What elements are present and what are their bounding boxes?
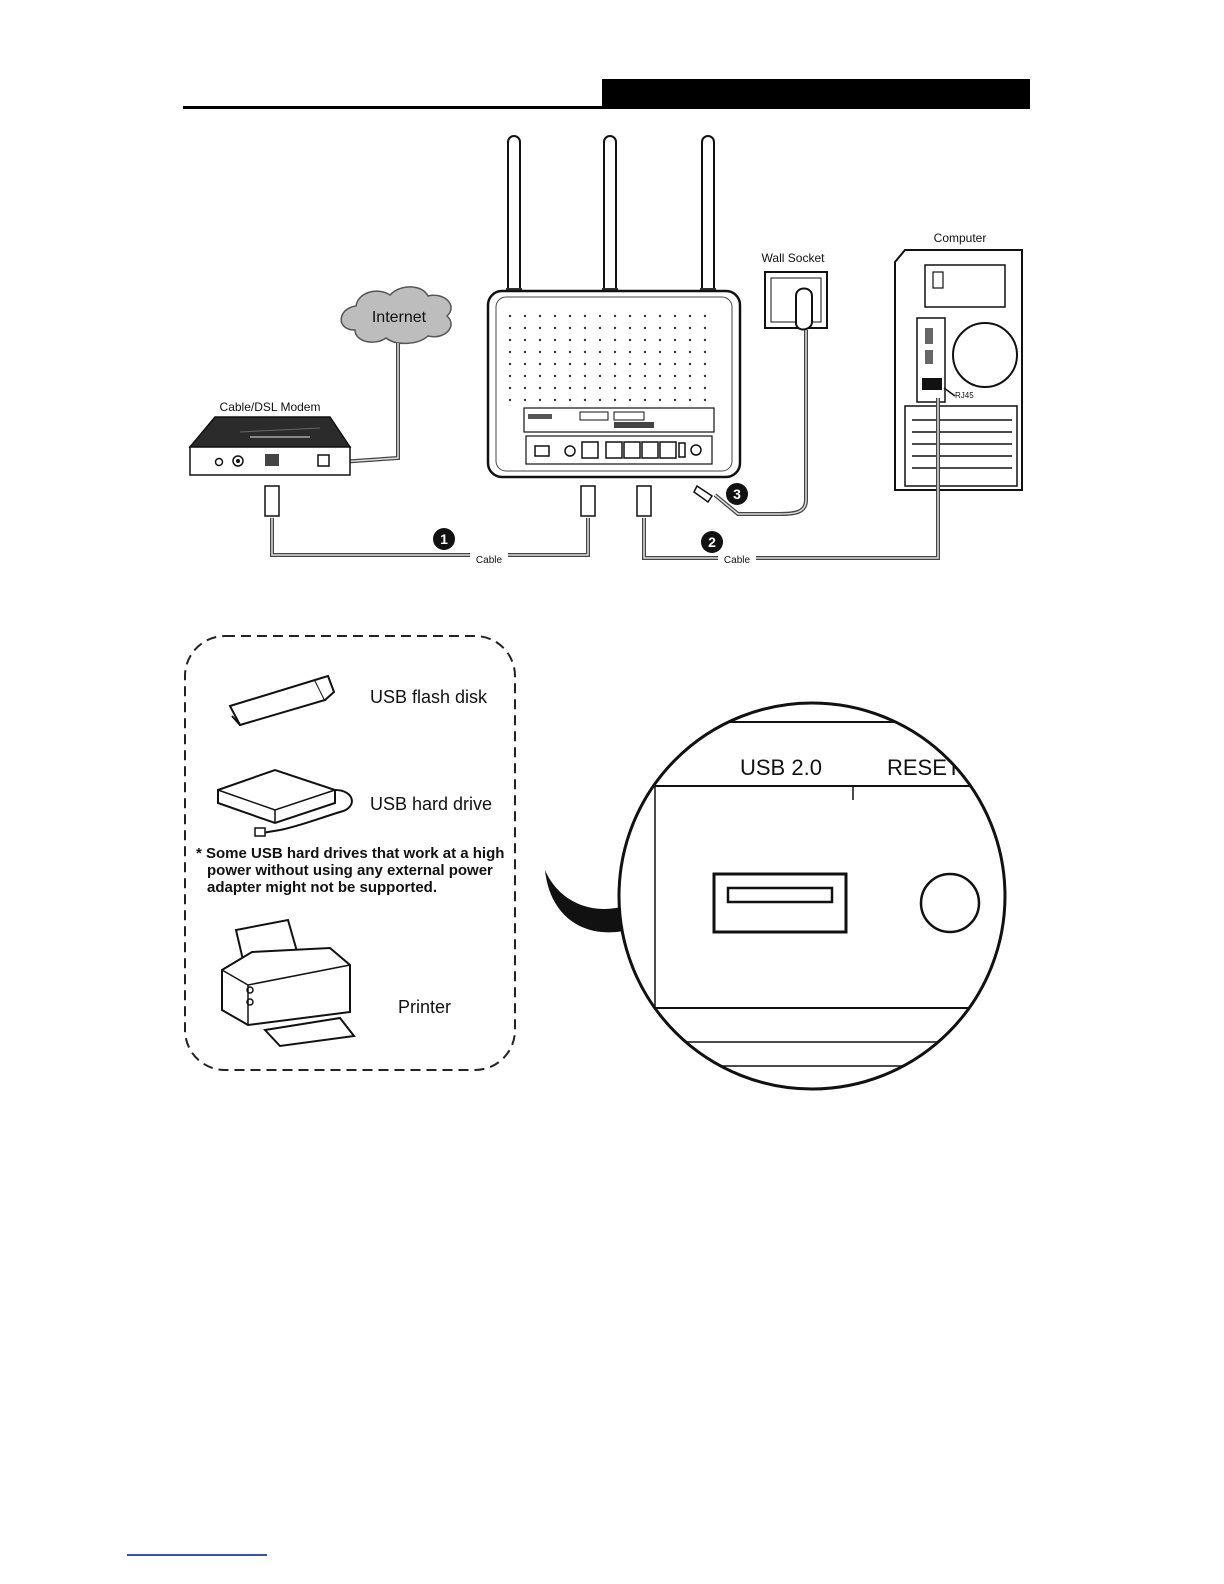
wall-socket-label: Wall Socket <box>762 251 826 265</box>
internet-cloud-icon: Internet <box>341 287 451 344</box>
cable-2-label: Cable <box>724 555 751 566</box>
usb-note-line-1: * Some USB hard drives that work at a hi… <box>196 845 504 862</box>
usb-hard-drive-icon <box>218 770 352 836</box>
cable-1-label: Cable <box>476 555 503 566</box>
wall-socket-icon: Wall Socket <box>762 251 827 330</box>
modem-icon: Cable/DSL Modem <box>190 400 350 475</box>
internet-label: Internet <box>372 309 427 326</box>
step-3-number: 3 <box>733 486 741 502</box>
rj45-plug-icon <box>265 486 279 516</box>
printer-icon <box>222 920 354 1046</box>
printer-label: Printer <box>398 997 451 1017</box>
usb-note-line-3: adapter might not be supported. <box>207 879 437 896</box>
router-icon <box>488 136 740 477</box>
step-2-number: 2 <box>708 534 716 550</box>
zoom-usb-label: USB 2.0 <box>740 755 822 780</box>
modem-label: Cable/DSL Modem <box>220 400 321 414</box>
footer-link-underline <box>127 1554 267 1556</box>
usb-flash-disk-label: USB flash disk <box>370 687 488 707</box>
usb-port-zoom: USB 2.0 RESET <box>610 690 1020 1100</box>
step-1-number: 1 <box>440 531 448 547</box>
computer-icon: Computer RJ45 <box>895 231 1022 490</box>
usb-flash-disk-icon <box>230 676 334 725</box>
power-plug-icon <box>694 486 712 502</box>
reset-button-icon <box>921 874 979 932</box>
computer-label: Computer <box>934 231 987 245</box>
rj45-label: RJ45 <box>955 391 974 400</box>
cable-1 <box>272 518 588 555</box>
usb-hard-drive-label: USB hard drive <box>370 794 492 814</box>
rj45-plug-icon <box>581 486 595 516</box>
usb-note-line-2: power without using any external power <box>207 862 493 879</box>
rj45-plug-icon <box>637 486 651 516</box>
